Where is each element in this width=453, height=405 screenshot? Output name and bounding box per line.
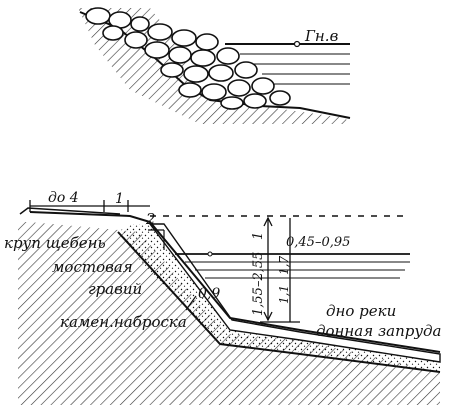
- top-water: [225, 43, 350, 85]
- bottom-water: [175, 253, 410, 279]
- depth-range-label: 1,55–2,55: [251, 252, 266, 316]
- bottom-weir-label: донная запруда: [316, 322, 441, 340]
- thickness-leader: [185, 295, 197, 311]
- slope-ratio-label: 2: [145, 210, 156, 228]
- crushed-stone-label: круп щебень: [4, 234, 106, 252]
- dim-1-label: 1: [251, 232, 266, 240]
- riverbed-label: дно реки: [326, 302, 396, 320]
- slope-lower-line: [117, 231, 441, 373]
- dim-top-mid-label: 1: [115, 191, 124, 207]
- top-dimension-line: [29, 200, 150, 212]
- top-figure: Гн.в: [78, 7, 351, 124]
- crest-left-line: [19, 207, 121, 215]
- level-range-label: 0,45–0,95: [286, 235, 350, 250]
- water-level-marker: [293, 40, 301, 48]
- top-riprap-stones: [85, 7, 291, 110]
- bottom-water-marker: [207, 251, 213, 257]
- dim-17-label: 1,7: [277, 256, 291, 275]
- bottom-figure: до 4 1 2 круп щебень мостовая гравий кам…: [4, 190, 441, 405]
- slope-upper-line: [29, 211, 441, 353]
- slope-ratio-mark: [148, 229, 165, 250]
- dim-top-left-label: до 4: [48, 190, 79, 206]
- water-level-label: Гн.в: [304, 27, 339, 45]
- thickness-label: 0,9: [198, 286, 220, 302]
- depth-dimension: [260, 216, 300, 323]
- gravel-label: гравий: [88, 280, 142, 298]
- riprap-label: камен.наброска: [60, 313, 187, 331]
- dim-11-label: 1,1: [277, 285, 291, 304]
- paving-label: мостовая: [52, 258, 133, 276]
